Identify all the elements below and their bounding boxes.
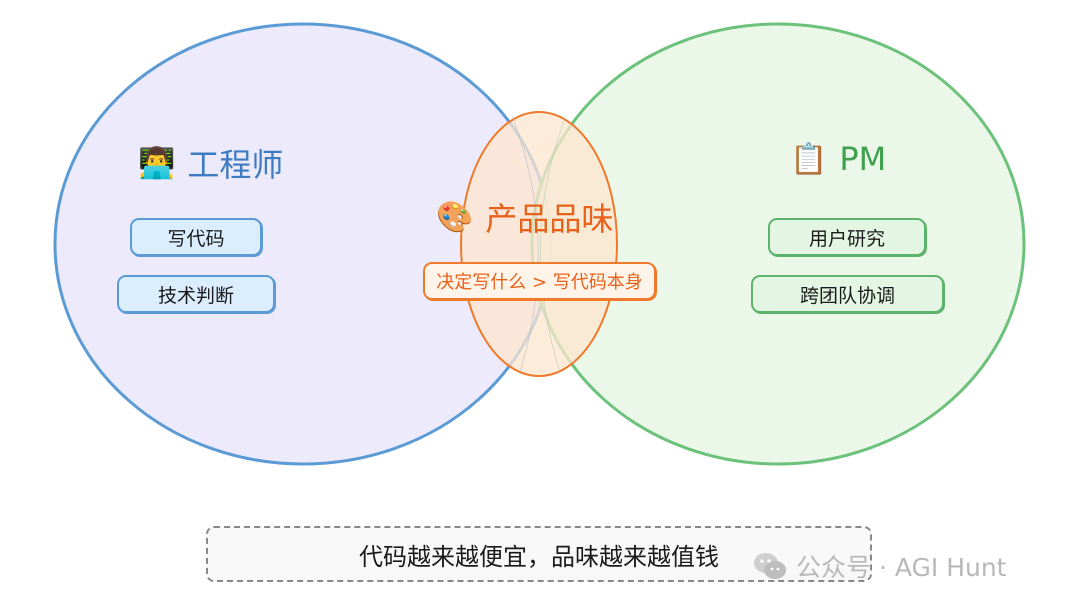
engineer-title: 👨‍💻 工程师 (138, 140, 283, 186)
technologist-icon: 👨‍💻 (138, 145, 176, 181)
wechat-icon (754, 553, 786, 579)
overlap-title-label: 产品品味 (485, 200, 614, 238)
engineer-title-label: 工程师 (187, 146, 284, 184)
palette-icon: 🎨 (436, 199, 474, 235)
skill-coding: 写代码 (130, 218, 262, 256)
watermark: 公众号 · AGI Hunt (752, 548, 1007, 584)
overlap-title: 🎨 产品品味 (436, 194, 613, 240)
footer-text: 代码越来越便宜，品味越来越值钱 (359, 542, 719, 571)
watermark-text: 公众号 · AGI Hunt (796, 553, 1007, 582)
skill-cross-team: 跨团队协调 (751, 275, 944, 313)
skill-tech-judgment: 技术判断 (117, 275, 275, 313)
pm-title-label: PM (839, 140, 887, 178)
skill-user-research: 用户研究 (768, 218, 926, 256)
pm-title: 📋 PM (790, 140, 886, 178)
overlap-tagline: 决定写什么 > 写代码本身 (423, 262, 656, 300)
clipboard-icon: 📋 (790, 141, 828, 177)
overlap-oval (460, 111, 618, 377)
